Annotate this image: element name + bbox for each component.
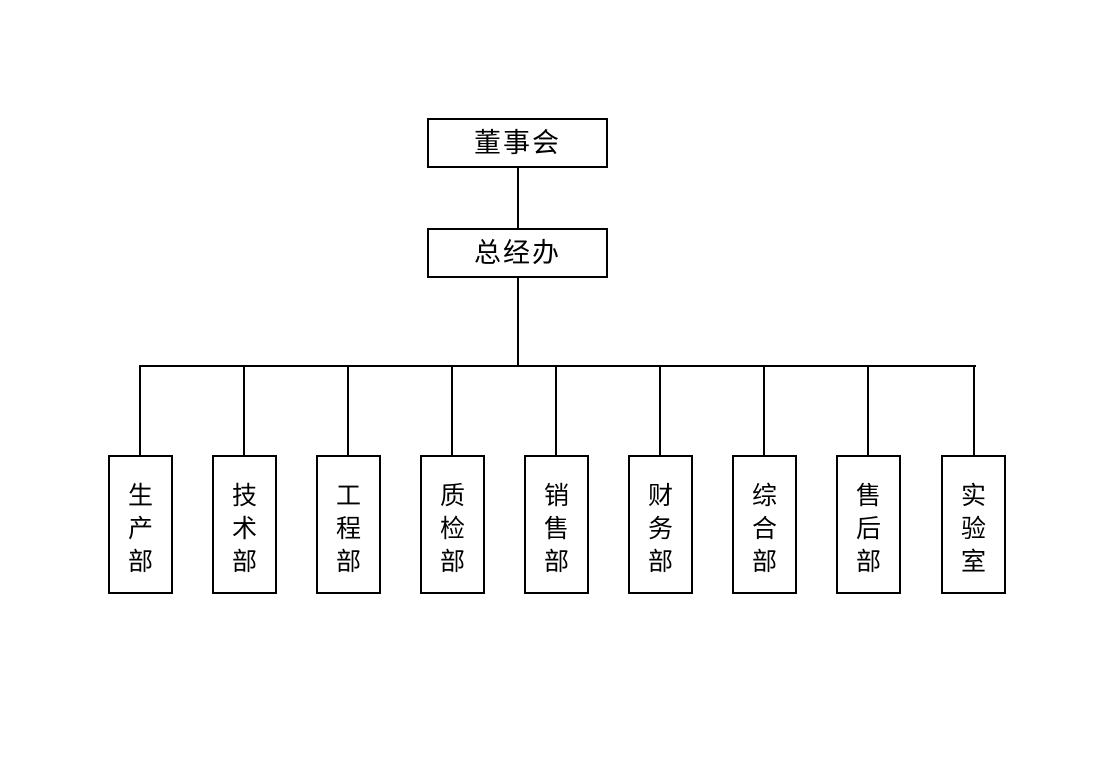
org-node-department-3[interactable]: 工程部 <box>316 455 381 594</box>
connector-drop-department-5 <box>555 365 557 455</box>
connector-board-to-gm <box>517 168 519 228</box>
connector-drop-department-3 <box>347 365 349 455</box>
org-node-department-1[interactable]: 生产部 <box>108 455 173 594</box>
org-node-department-9[interactable]: 实验室 <box>941 455 1006 594</box>
connector-drop-department-8 <box>867 365 869 455</box>
org-node-label-department-3: 工程部 <box>336 481 362 576</box>
org-node-label-department-8: 售后部 <box>856 481 882 576</box>
connector-drop-department-2 <box>243 365 245 455</box>
org-node-label-department-4: 质检部 <box>440 481 466 576</box>
connector-gm-stem <box>517 277 519 367</box>
org-node-label-department-5: 销售部 <box>544 481 570 576</box>
connector-drop-department-6 <box>659 365 661 455</box>
org-node-board-of-directors[interactable]: 董事会 <box>427 118 608 168</box>
connector-drop-department-1 <box>139 365 141 455</box>
connector-drop-department-4 <box>451 365 453 455</box>
org-node-department-5[interactable]: 销售部 <box>524 455 589 594</box>
org-node-department-8[interactable]: 售后部 <box>836 455 901 594</box>
org-node-department-6[interactable]: 财务部 <box>628 455 693 594</box>
connector-drop-department-9 <box>973 365 975 455</box>
connector-department-bus <box>140 365 976 367</box>
connector-drop-department-7 <box>763 365 765 455</box>
org-node-label-department-2: 技术部 <box>232 481 258 576</box>
org-node-label-board-of-directors: 董事会 <box>474 127 561 159</box>
org-node-label-department-9: 实验室 <box>961 481 987 576</box>
org-node-label-department-7: 综合部 <box>752 481 778 576</box>
org-node-general-manager-office[interactable]: 总经办 <box>427 228 608 278</box>
org-node-department-2[interactable]: 技术部 <box>212 455 277 594</box>
org-node-label-department-1: 生产部 <box>128 481 154 576</box>
org-node-department-4[interactable]: 质检部 <box>420 455 485 594</box>
org-node-label-general-manager-office: 总经办 <box>474 237 561 269</box>
org-node-department-7[interactable]: 综合部 <box>732 455 797 594</box>
org-node-label-department-6: 财务部 <box>648 481 674 576</box>
